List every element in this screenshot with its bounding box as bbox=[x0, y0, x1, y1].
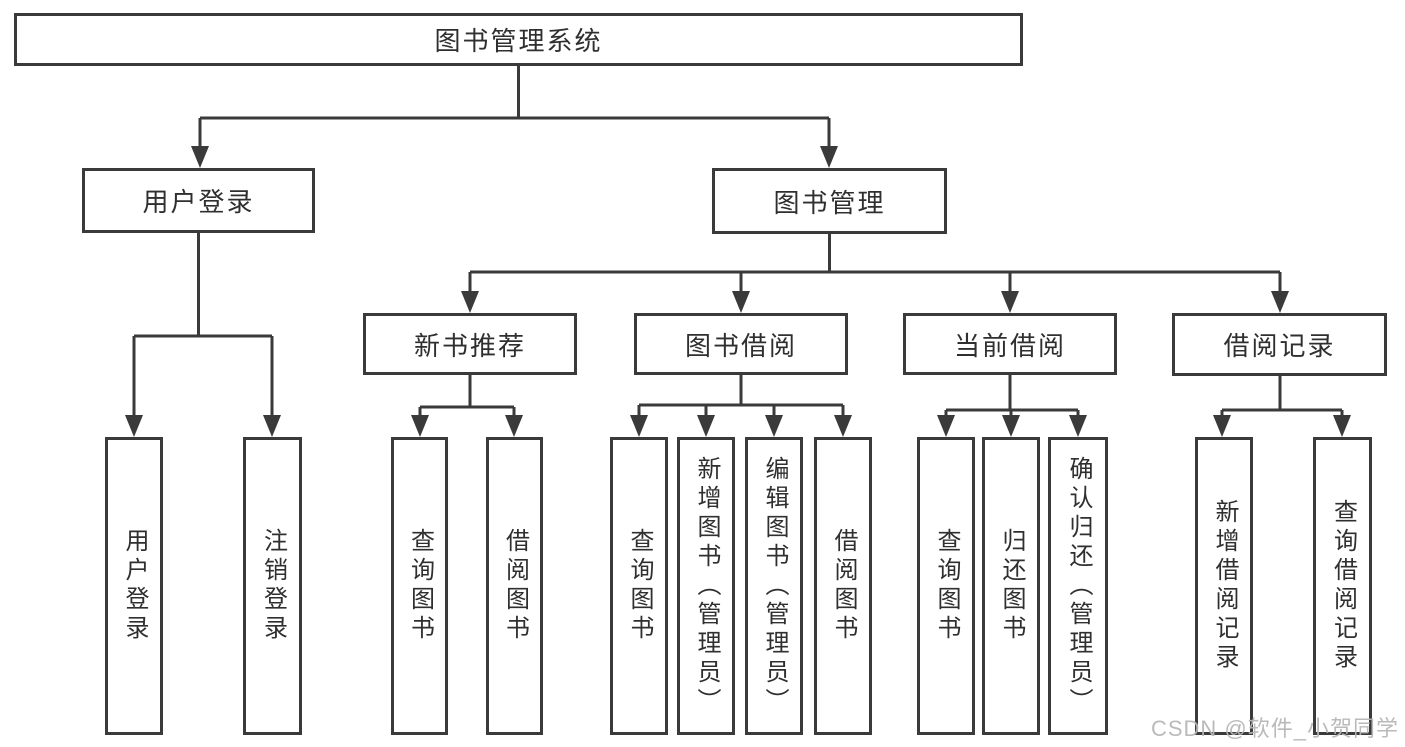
node-current-borrow-label: 当前借阅 bbox=[953, 330, 1066, 361]
node-leaf-borrow-books-label: 借阅图书 bbox=[830, 528, 857, 644]
node-root-system-label: 图书管理系统 bbox=[434, 26, 603, 56]
node-leaf-edit-book-admin-label: 编辑图书（管理员） bbox=[761, 455, 788, 717]
node-leaf-user-login-label: 用户登录 bbox=[121, 528, 148, 644]
node-leaf-query-books-current: 查询图书 bbox=[917, 437, 975, 735]
node-new-book-recommend: 新书推荐 bbox=[363, 313, 577, 375]
node-leaf-edit-book-admin: 编辑图书（管理员） bbox=[745, 437, 803, 735]
connector-borrow-record-children bbox=[1213, 376, 1351, 437]
node-book-mgmt-branch-label: 图书管理 bbox=[773, 187, 886, 218]
node-borrow-record-label: 借阅记录 bbox=[1223, 331, 1336, 361]
node-leaf-confirm-return-admin: 确认归还（管理员） bbox=[1048, 437, 1108, 735]
connector-book-borrow-children bbox=[630, 375, 852, 437]
node-user-login-branch-label: 用户登录 bbox=[142, 187, 255, 217]
csdn-watermark: CSDN @软件_小贺同学 bbox=[1150, 716, 1399, 741]
node-leaf-add-book-admin-label: 新增图书（管理员） bbox=[693, 455, 720, 717]
connector-book-mgmt-children bbox=[461, 234, 1289, 313]
connector-new-book-children bbox=[411, 375, 523, 437]
connector-user-login-children bbox=[125, 233, 281, 437]
node-leaf-logout: 注销登录 bbox=[243, 437, 302, 735]
node-leaf-query-books-current-label: 查询图书 bbox=[933, 528, 960, 644]
node-leaf-query-borrow-record: 查询借阅记录 bbox=[1313, 437, 1372, 735]
node-leaf-query-books-recommend: 查询图书 bbox=[391, 437, 448, 735]
node-root-system: 图书管理系统 bbox=[14, 13, 1023, 66]
node-leaf-query-books-borrow-label: 查询图书 bbox=[626, 528, 653, 644]
node-borrow-record: 借阅记录 bbox=[1172, 313, 1387, 376]
node-leaf-query-books-recommend-label: 查询图书 bbox=[406, 528, 434, 644]
node-leaf-return-book-label: 归还图书 bbox=[998, 528, 1025, 644]
node-leaf-add-book-admin: 新增图书（管理员） bbox=[677, 437, 735, 735]
node-book-borrow-label: 图书借阅 bbox=[684, 330, 797, 361]
node-leaf-add-borrow-record-label: 新增借阅记录 bbox=[1211, 499, 1238, 673]
node-user-login-branch: 用户登录 bbox=[82, 168, 315, 233]
node-leaf-query-borrow-record-label: 查询借阅记录 bbox=[1329, 499, 1357, 673]
connector-root-to-level2 bbox=[191, 66, 838, 168]
node-new-book-recommend-label: 新书推荐 bbox=[413, 330, 526, 361]
node-leaf-return-book: 归还图书 bbox=[982, 437, 1040, 735]
node-leaf-user-login: 用户登录 bbox=[105, 437, 163, 735]
node-leaf-borrow-books-recommend-label: 借阅图书 bbox=[501, 528, 529, 644]
node-leaf-borrow-books: 借阅图书 bbox=[814, 437, 872, 735]
node-leaf-query-books-borrow: 查询图书 bbox=[610, 437, 668, 735]
connector-current-borrow-children bbox=[937, 375, 1087, 437]
node-leaf-borrow-books-recommend: 借阅图书 bbox=[486, 437, 543, 735]
node-leaf-logout-label: 注销登录 bbox=[259, 528, 287, 644]
node-leaf-confirm-return-admin-label: 确认归还（管理员） bbox=[1065, 455, 1092, 717]
node-current-borrow: 当前借阅 bbox=[903, 313, 1117, 375]
node-book-borrow: 图书借阅 bbox=[634, 313, 848, 375]
node-leaf-add-borrow-record: 新增借阅记录 bbox=[1195, 437, 1253, 735]
node-book-mgmt-branch: 图书管理 bbox=[712, 168, 947, 234]
